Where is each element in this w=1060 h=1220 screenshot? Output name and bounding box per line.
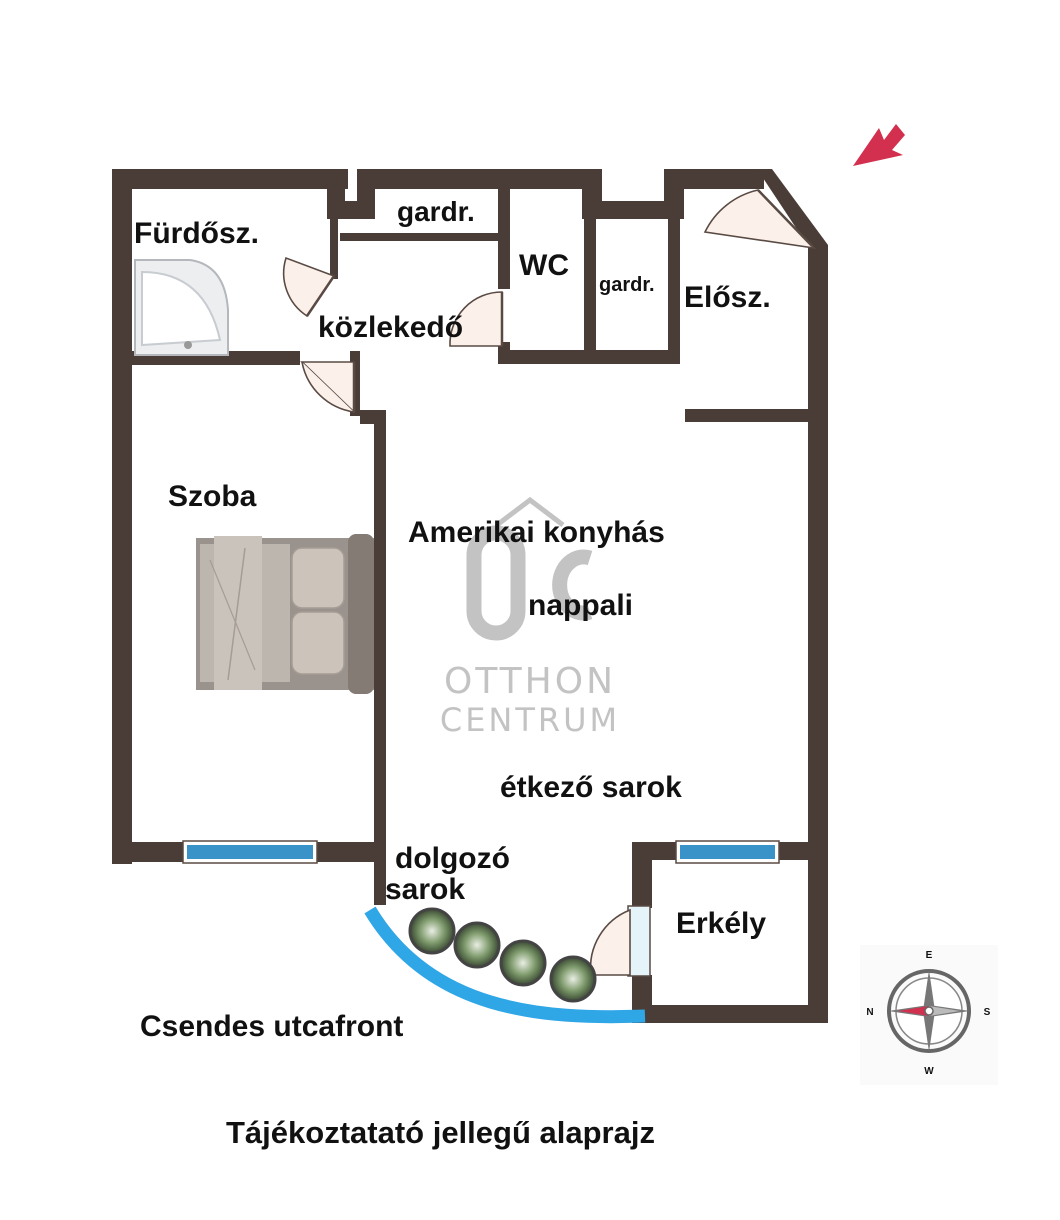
label-hall: Elősz. (684, 281, 771, 314)
windows (182, 840, 780, 1024)
bathtub-icon (134, 259, 229, 356)
street-label: Csendes utcafront (140, 1010, 403, 1043)
plant-pot-icon (549, 955, 597, 1003)
curved-window (364, 906, 646, 1024)
logo-line-otthon: OTTHON (444, 661, 616, 702)
bathroom-door (282, 256, 336, 318)
compass-icon: N S E W (860, 945, 998, 1085)
compass-e: E (926, 950, 933, 961)
label-corridor: közlekedő (318, 311, 463, 344)
otthon-centrum-logo: OTTHON CENTRUM (440, 496, 620, 739)
label-dining: étkező sarok (500, 771, 682, 804)
entrance-door (703, 189, 817, 250)
balcony-door (589, 905, 651, 977)
bed-icon (196, 534, 374, 694)
planters (408, 907, 597, 1003)
plan-caption: Tájékoztatató jellegű alaprajz (226, 1115, 655, 1150)
doors (282, 189, 817, 977)
compass-s: S (984, 1007, 991, 1018)
label-bathroom: Fürdősz. (134, 217, 259, 250)
room-labels: Fürdősz. gardr. WC gardr. Elősz. közleke… (134, 196, 771, 1150)
wc-door (449, 291, 504, 347)
label-wc: WC (519, 249, 569, 282)
walls (112, 169, 828, 1023)
label-work-1: dolgozó (395, 842, 510, 875)
label-wardrobe-small: gardr. (599, 274, 655, 296)
compass-n: N (866, 1007, 873, 1018)
label-living-2: nappali (528, 589, 633, 622)
plant-pot-icon (408, 907, 456, 955)
plant-pot-icon (499, 939, 547, 987)
label-work-2: sarok (385, 873, 465, 906)
plant-pot-icon (453, 921, 501, 969)
compass-w: W (924, 1066, 934, 1077)
label-wardrobe-top: gardr. (397, 196, 475, 227)
logo-line-centrum: CENTRUM (440, 701, 620, 739)
entrance-arrow-icon (853, 124, 905, 166)
label-room: Szoba (168, 480, 257, 513)
label-balcony: Erkély (676, 907, 766, 940)
room-door (300, 361, 356, 414)
label-living-1: Amerikai konyhás (408, 516, 665, 549)
